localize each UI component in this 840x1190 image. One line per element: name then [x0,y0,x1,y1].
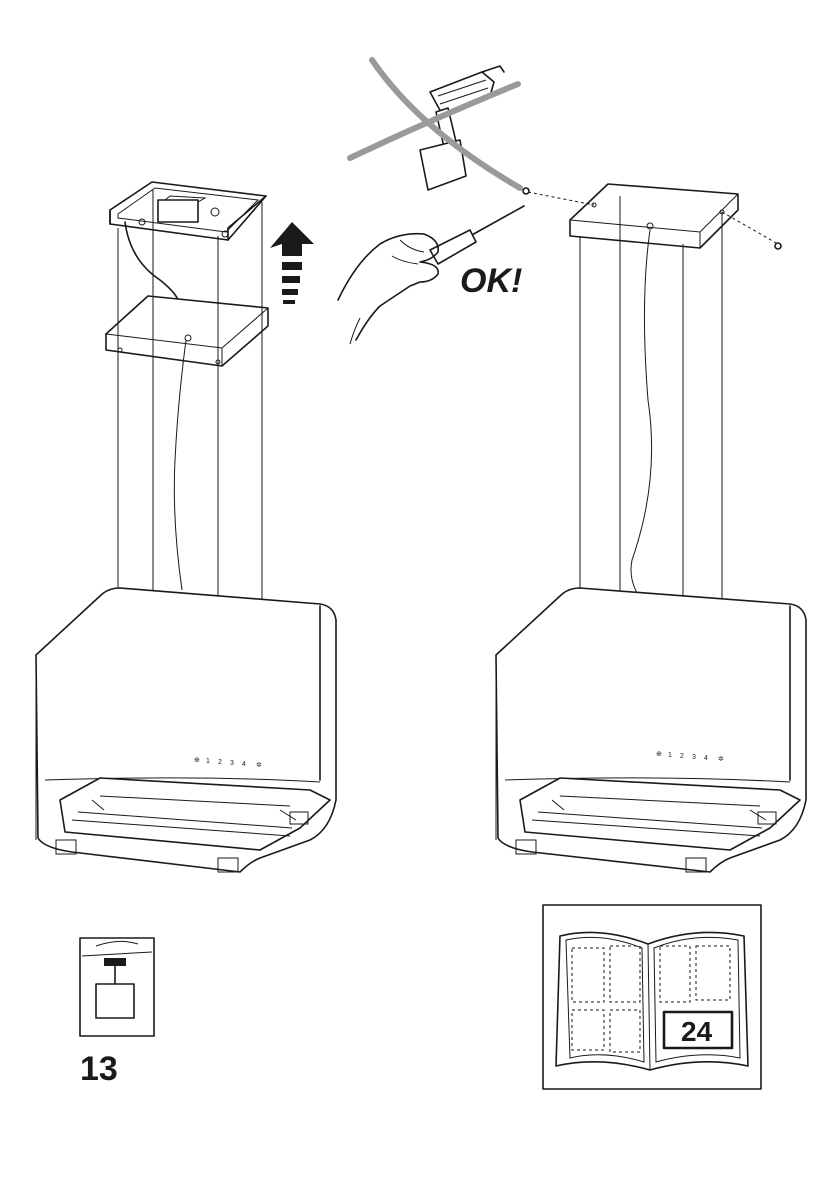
left-ceiling-bracket [110,182,266,300]
right-panel-symbol-2: 2 [680,753,684,760]
right-hood-assembly: ⊕ 1 2 3 4 ✲ [496,184,806,872]
ok-label: OK! [460,262,522,300]
open-manual-icon [543,905,761,1089]
left-hood-assembly: ⊕ 1 2 3 4 ✲ [36,182,336,872]
left-panel-symbol-2: 2 [218,759,222,766]
right-chimney-guides [580,196,722,606]
left-panel-symbol-0: ⊕ [194,757,200,764]
manual-page-number: 24 [681,1016,713,1047]
right-panel-symbol-5: ✲ [718,755,724,763]
left-hood-body [36,588,336,872]
right-panel-symbol-0: ⊕ [656,751,662,758]
right-chimney-top-plate [570,184,738,248]
left-panel-symbol-5: ✲ [256,761,262,769]
reference-page-number: 13 [80,1050,118,1088]
left-chimney-cover-plate [106,296,268,366]
right-panel-symbol-3: 3 [692,754,696,761]
upward-dashed-arrow-icon [270,222,314,304]
left-chimney-guides [118,190,262,600]
reference-diagram-box [80,938,154,1036]
left-panel-symbol-1: 1 [206,758,210,765]
right-hood-body [496,588,806,872]
right-panel-symbol-1: 1 [668,752,672,759]
right-panel-symbol-4: 4 [704,755,708,762]
left-panel-symbol-4: 4 [242,761,246,768]
left-panel-symbol-3: 3 [230,760,234,767]
